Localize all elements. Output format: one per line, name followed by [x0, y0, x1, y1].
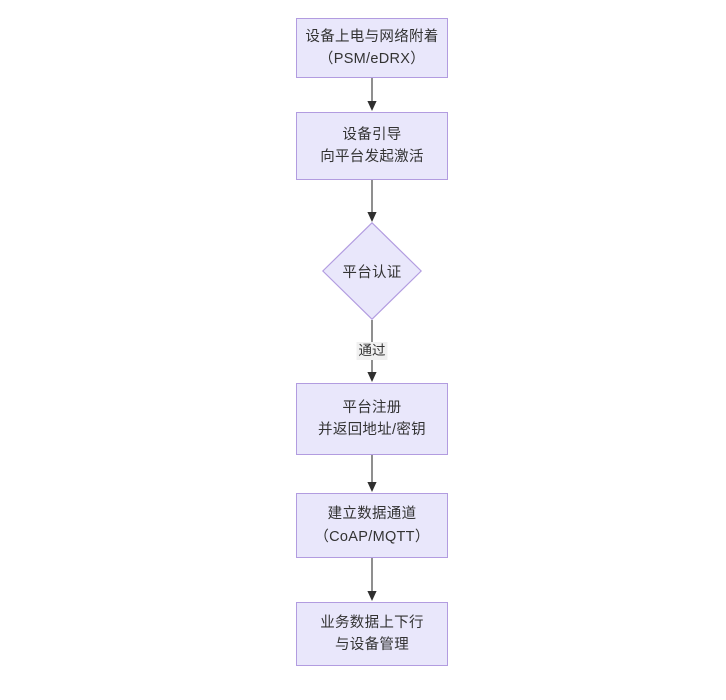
edge-label-pass: 通过 [356, 342, 388, 361]
node-text-line: 向平台发起激活 [320, 149, 424, 165]
edge-n4-n5 [364, 455, 380, 493]
node-text-line: 平台认证 [342, 264, 402, 281]
flow-node-business-data-and-device-mgmt[interactable]: 业务数据上下行 与设备管理 [296, 602, 448, 666]
node-text-line: 建立数据通道 [327, 506, 417, 523]
edge-n2-n3 [364, 180, 380, 223]
flow-node-establish-data-channel[interactable]: 建立数据通道 （CoAP/MQTT） [296, 493, 448, 558]
node-text-line: 并返回地址/密钥 [318, 422, 426, 438]
node-text-line: （CoAP/MQTT） [314, 528, 430, 545]
diamond-shape [322, 222, 422, 320]
flow-node-platform-auth-decision[interactable]: 平台认证 [322, 222, 422, 320]
edge-n5-n6 [364, 558, 380, 602]
edge-n1-n2 [364, 78, 380, 112]
flow-node-device-power-on[interactable]: 设备上电与网络附着 （PSM/eDRX） [296, 18, 448, 78]
flow-node-platform-register[interactable]: 平台注册 并返回地址/密钥 [296, 383, 448, 455]
node-text-line: 业务数据上下行 [320, 614, 424, 631]
node-text-line: （PSM/eDRX） [318, 51, 426, 67]
node-text-line: 与设备管理 [335, 637, 409, 653]
node-text-line: 设备引导 [342, 126, 402, 143]
node-text-line: 平台注册 [342, 399, 402, 416]
node-text-line: 设备上电与网络附着 [305, 28, 439, 45]
flow-node-device-bootstrap[interactable]: 设备引导 向平台发起激活 [296, 112, 448, 180]
